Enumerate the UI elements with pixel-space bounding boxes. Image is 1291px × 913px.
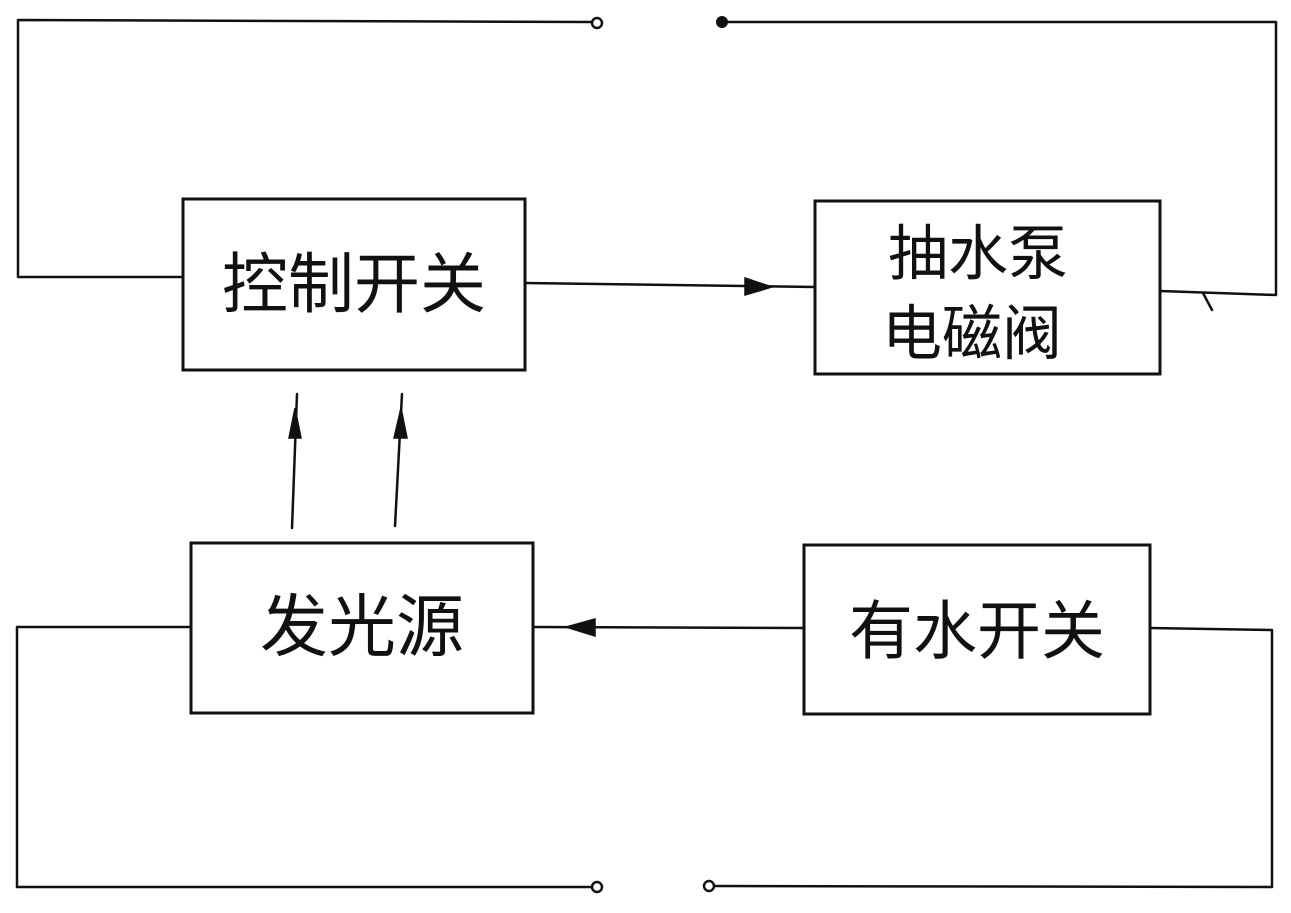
box-pump-valve: 抽水泵 电磁阀 bbox=[813, 199, 1162, 376]
wire-pump-tick bbox=[1201, 291, 1214, 312]
box-light-source: 发光源 bbox=[189, 541, 535, 715]
terminal-bottom-right bbox=[702, 879, 716, 893]
label-control-switch: 控制开关 bbox=[222, 246, 486, 323]
arrow-right-icon bbox=[744, 276, 775, 297]
wire-pump-top-loop bbox=[725, 20, 1278, 297]
terminal-top-left bbox=[590, 16, 604, 30]
terminal-bottom-left bbox=[590, 880, 604, 894]
arrow-up-icon bbox=[393, 407, 408, 439]
wire-water-bottom-loop bbox=[712, 626, 1274, 889]
label-light-source: 发光源 bbox=[260, 589, 464, 668]
label-water-switch: 有水开关 bbox=[849, 596, 1105, 670]
box-control-switch: 控制开关 bbox=[181, 197, 527, 372]
wire-light-bottom-loop bbox=[15, 625, 594, 889]
terminal-top-right bbox=[716, 16, 728, 28]
wire-control-top-loop bbox=[16, 18, 594, 279]
arrow-left-icon bbox=[563, 618, 596, 638]
arrow-up-icon bbox=[288, 407, 302, 439]
label-pump: 抽水泵 bbox=[888, 220, 1068, 290]
box-water-switch: 有水开关 bbox=[802, 543, 1152, 716]
label-valve: 电磁阀 bbox=[882, 300, 1062, 370]
